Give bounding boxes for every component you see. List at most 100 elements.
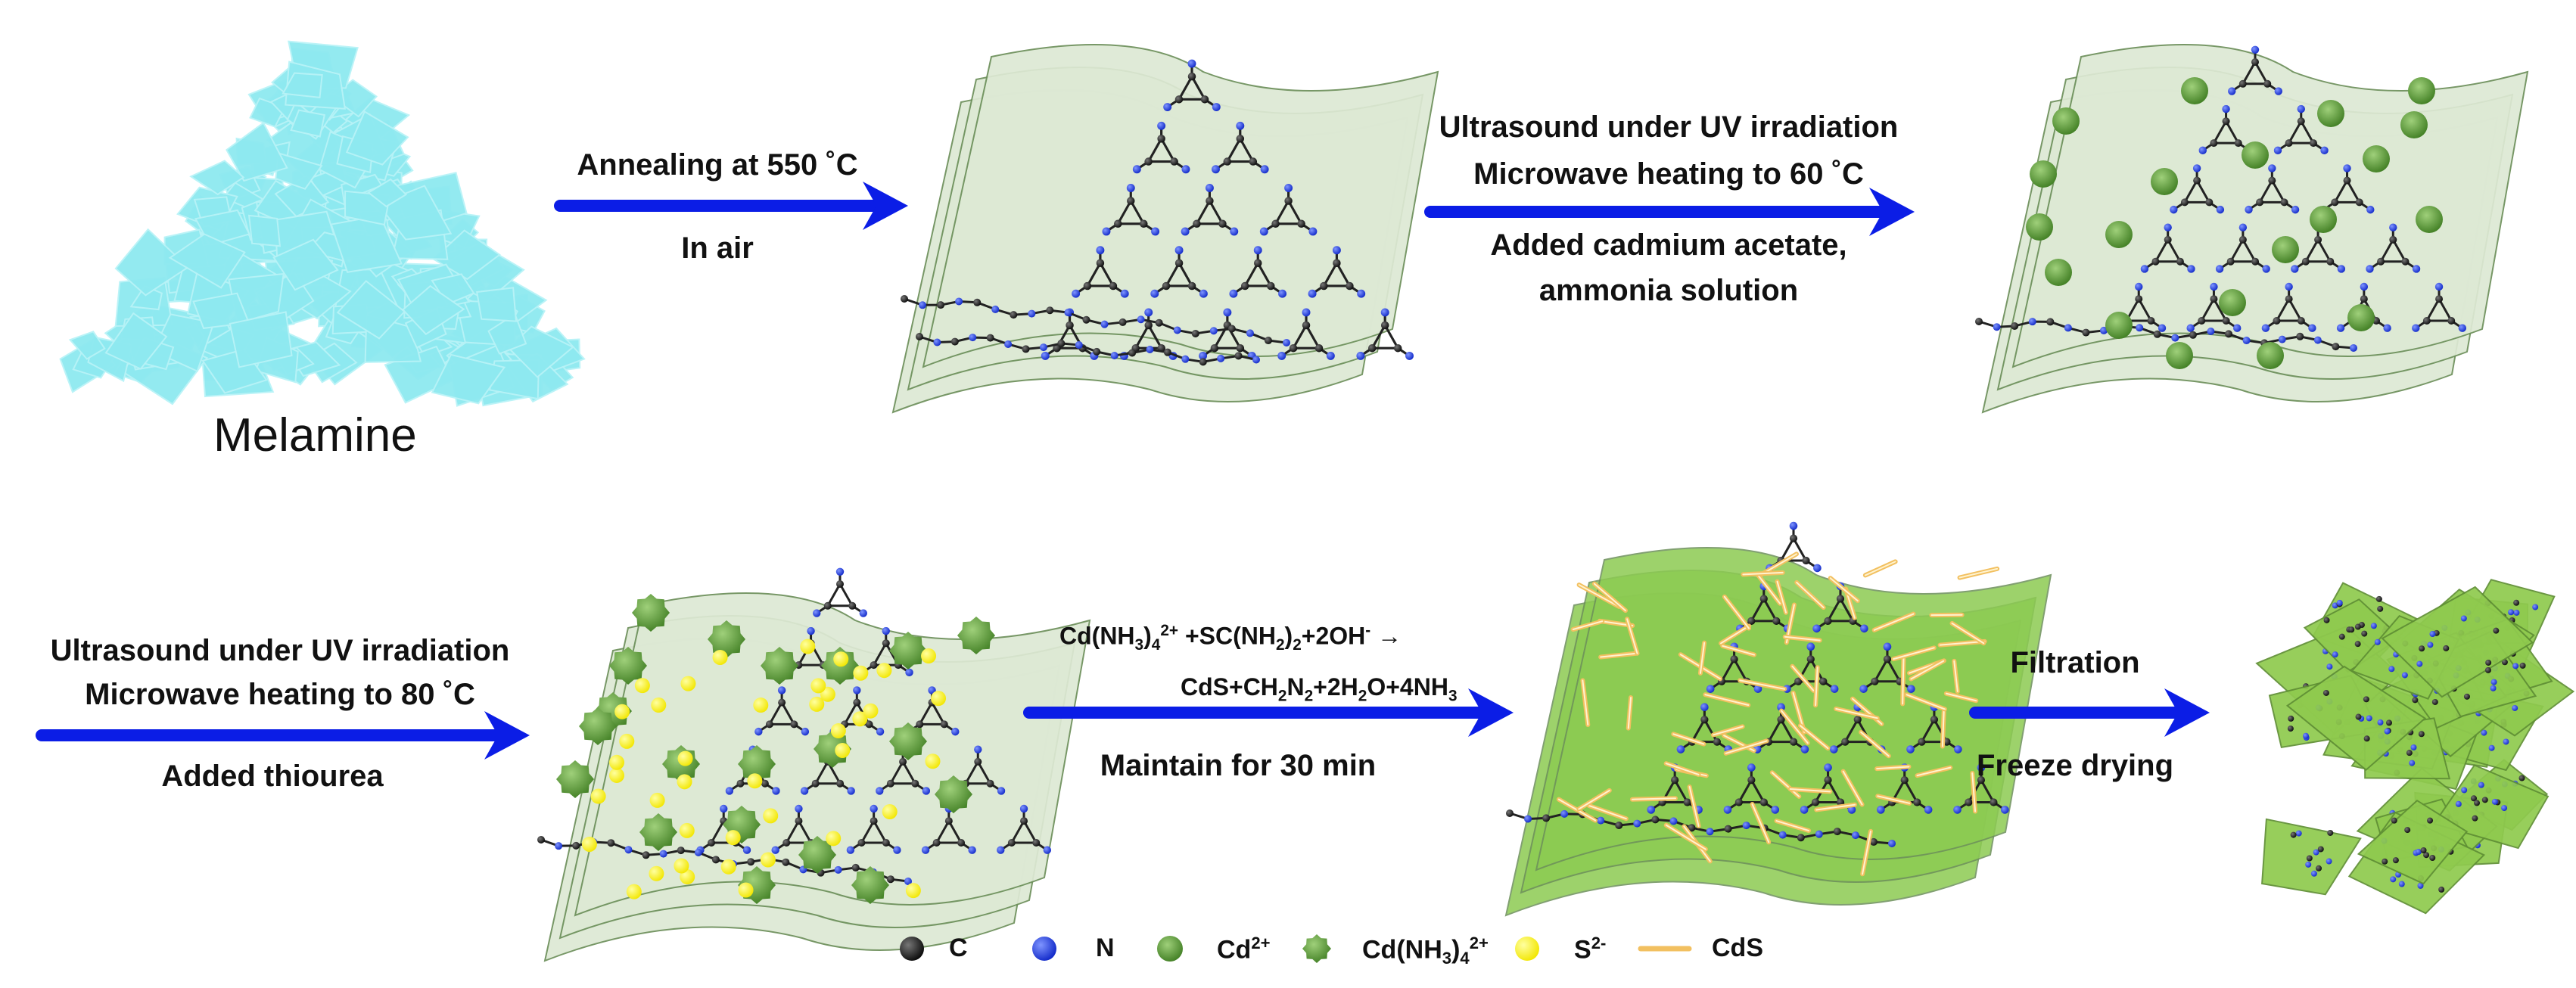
nitrogen-atom	[2291, 265, 2299, 273]
nitrogen-atom	[2343, 164, 2351, 172]
nitrogen-atom	[1308, 289, 1317, 298]
carbon-atom	[2343, 176, 2351, 185]
carbon-atom	[1730, 655, 1738, 663]
cds-nanorod-highlight	[1776, 580, 1787, 614]
carbon-atom	[1965, 798, 1973, 806]
nitrogen-atom	[2274, 87, 2282, 95]
carbon-atom	[1302, 321, 1311, 330]
carbon-atom	[1320, 281, 1328, 290]
step2-bottom-label-2: ammonia solution	[1538, 274, 1799, 307]
carbon-atom	[811, 779, 820, 788]
ring-bond	[2425, 297, 2453, 322]
cds-nanorod-highlight	[1712, 725, 1744, 736]
chain-atom	[1633, 819, 1641, 828]
chain-atom	[1082, 315, 1090, 324]
sulfide-ion	[810, 678, 826, 694]
legend-label-cdnh3: Cd(NH3)42+	[1362, 934, 1489, 968]
carbon-atom	[1853, 716, 1862, 724]
chain-atom	[2064, 324, 2072, 332]
cd-ion	[2151, 168, 2178, 195]
cd-ammine-complex	[556, 760, 594, 798]
product-atom	[2455, 800, 2462, 807]
carbon-atom	[1271, 219, 1280, 228]
sulfide-ion	[651, 698, 667, 713]
cds-nanorod-highlight	[1971, 772, 1977, 812]
chain-atom	[1542, 814, 1551, 822]
nitrogen-atom	[968, 846, 976, 854]
melamine-crystal	[290, 109, 325, 138]
product-atom	[2513, 609, 2520, 616]
carbon-atom	[1789, 534, 1798, 542]
chain-atom	[1778, 831, 1787, 839]
nitrogen-atom	[1954, 745, 1962, 753]
nitrogen-atom	[2158, 324, 2167, 332]
nitrogen-atom	[2273, 146, 2282, 155]
melamine-crystal	[431, 353, 506, 405]
cds-nanorod-highlight	[1626, 618, 1638, 654]
cd-ion	[2400, 111, 2428, 138]
carbon-atom	[1789, 738, 1798, 746]
carbon-atom	[1700, 716, 1709, 724]
nitrogen-atom	[1777, 703, 1785, 712]
cds-nanorod-highlight	[1572, 620, 1604, 630]
nitrogen-atom	[1907, 685, 1915, 693]
chain-atom	[937, 301, 945, 309]
carbon-atom	[2226, 257, 2235, 266]
carbon-atom	[1240, 281, 1249, 290]
carbon-atom	[1249, 157, 1258, 166]
product-atom	[2295, 830, 2302, 837]
carbon-atom	[2238, 79, 2247, 88]
ring-bond	[2241, 59, 2270, 85]
ring-bond	[1690, 717, 1719, 744]
product-atom	[2290, 831, 2297, 838]
sulfide-ion	[649, 792, 665, 808]
product-atom	[2484, 666, 2491, 673]
nitrogen-atom	[1259, 227, 1268, 236]
melamine-label: Melamine	[213, 409, 417, 461]
carbon-atom	[1824, 776, 1832, 784]
product-atom	[2443, 645, 2450, 651]
product-atom	[2512, 704, 2518, 711]
carbon-atom	[1193, 219, 1201, 228]
cd-ion	[2105, 221, 2133, 248]
step2-bottom-label-1: Added cadmium acetate,	[1490, 228, 1847, 262]
nitrogen-atom	[1223, 308, 1232, 317]
cd-ammine-complex	[708, 620, 745, 658]
chain-atom	[969, 334, 977, 342]
carbon-atom	[2147, 317, 2155, 325]
nitrogen-atom	[1800, 806, 1809, 814]
cd-ammine-complex	[639, 813, 677, 851]
ring-bond	[1766, 717, 1796, 744]
carbon-atom	[1380, 321, 1389, 330]
step3-top-label-1: Ultrasound under UV irradiation	[50, 634, 510, 667]
carbon-atom	[1759, 595, 1768, 603]
nitrogen-atom	[1906, 745, 1915, 753]
chain-atom	[1064, 309, 1072, 317]
cds-nanorod-highlight	[1939, 640, 1986, 646]
carbon-atom	[1206, 197, 1214, 205]
nitrogen-atom	[1284, 184, 1293, 192]
product-atom	[2388, 666, 2395, 673]
cds-nanorod-highlight	[1902, 657, 1905, 705]
sulfide-ion	[763, 808, 779, 824]
carbon-atom	[2377, 257, 2385, 266]
carbon-atom	[1096, 259, 1105, 267]
carbon-atom	[944, 817, 953, 825]
melamine-crystal	[476, 287, 518, 322]
carbon-atom	[1114, 219, 1122, 228]
carbon-atom	[2309, 139, 2317, 148]
nitrogen-atom	[876, 787, 884, 795]
carbon-atom	[1170, 157, 1178, 166]
chain-atom	[2171, 334, 2179, 342]
chain-atom	[2189, 331, 2197, 339]
carbon-atom	[2268, 176, 2276, 185]
nitrogen-atom	[2210, 282, 2218, 291]
nitrogen-atom	[1102, 227, 1111, 236]
product-atom	[2463, 693, 2470, 700]
carbon-atom	[957, 839, 966, 847]
carbon-atom	[2331, 198, 2339, 207]
cds-nanorod-highlight	[1941, 711, 1945, 747]
cds-nanorod-highlight	[1720, 625, 1750, 645]
product-atom	[2377, 719, 2384, 725]
carbon-atom	[2280, 198, 2288, 207]
